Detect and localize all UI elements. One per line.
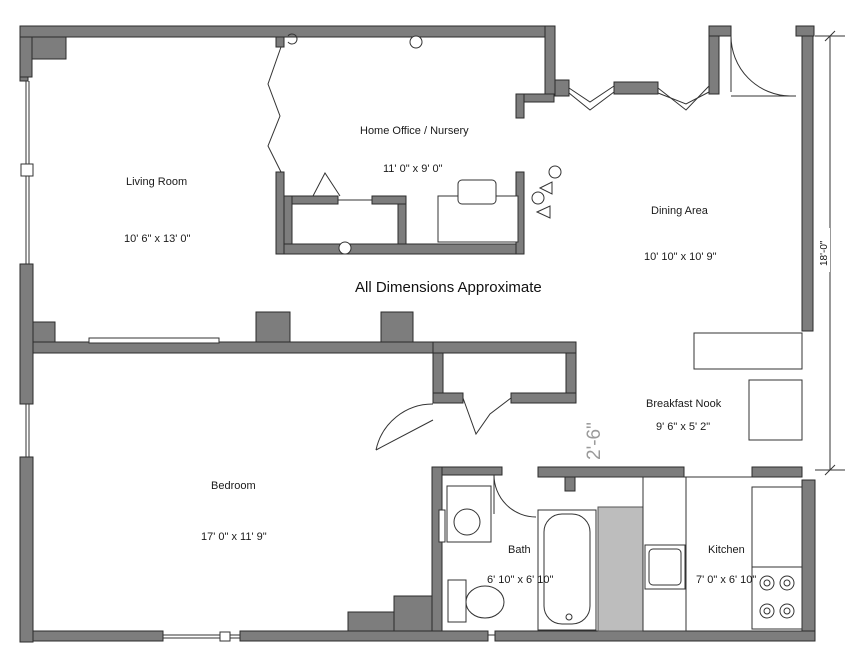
bath-label: Bath <box>508 544 531 556</box>
bedroom-label: Bedroom <box>211 480 256 492</box>
overall-dimension: 18'-0" <box>819 240 830 266</box>
entry-door <box>730 35 796 97</box>
kitchen-fixtures <box>642 476 803 632</box>
kitchen-label: Kitchen <box>708 544 745 556</box>
bath-fixtures <box>438 485 644 632</box>
kitchen-size: 7' 0" x 6' 10" <box>696 574 756 586</box>
living-room-size: 10' 6" x 13' 0" <box>124 233 191 245</box>
breakfast-nook-fixtures <box>610 332 803 478</box>
dining-label: Dining Area <box>651 205 709 217</box>
office-label: Home Office / Nursery <box>360 125 469 137</box>
office-size: 11' 0" x 9' 0" <box>383 163 443 175</box>
office-walls <box>267 33 562 255</box>
interior-walls <box>32 311 803 632</box>
windows <box>20 81 710 642</box>
bedroom-size: 17' 0" x 11' 9" <box>201 531 267 543</box>
nook-label: Breakfast Nook <box>646 398 722 410</box>
bath-size: 6' 10" x 6' 10" <box>487 574 554 586</box>
dimensions-note: All Dimensions Approximate <box>355 279 542 296</box>
overall-dimension-line: 18'-0" <box>815 30 845 476</box>
living-room-label: Living Room <box>126 176 187 188</box>
dining-size: 10' 10" x 10' 9" <box>644 251 717 263</box>
nook-size: 9' 6" x 5' 2" <box>656 421 710 433</box>
door-dimension: 2'-6" <box>584 422 605 460</box>
